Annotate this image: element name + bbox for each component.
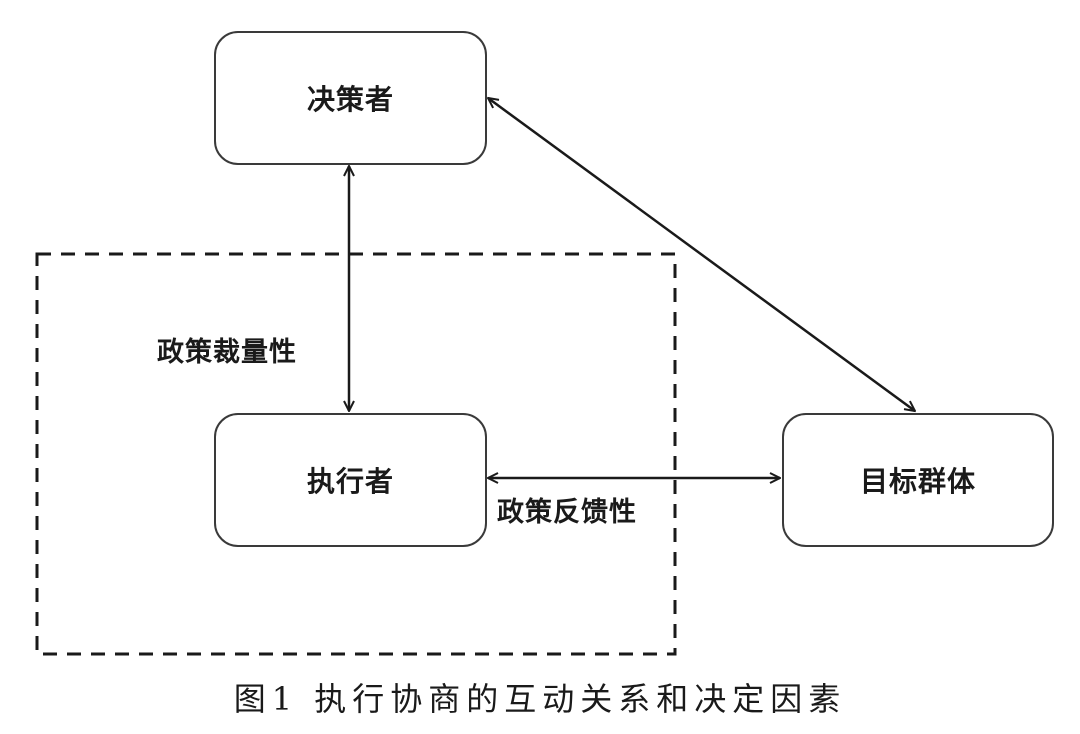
label-policy-feedback: 政策反馈性 [497, 497, 637, 528]
executor-group-dashed-box [35, 252, 677, 656]
node-executor: 执行者 [214, 413, 487, 547]
edge-decision-target [488, 98, 915, 411]
figure-caption: 图1 执行协商的互动关系和决定因素 [233, 680, 847, 718]
label-policy-discretion: 政策裁量性 [157, 337, 297, 368]
node-decision-maker: 决策者 [214, 31, 487, 165]
node-target-group: 目标群体 [782, 413, 1054, 547]
